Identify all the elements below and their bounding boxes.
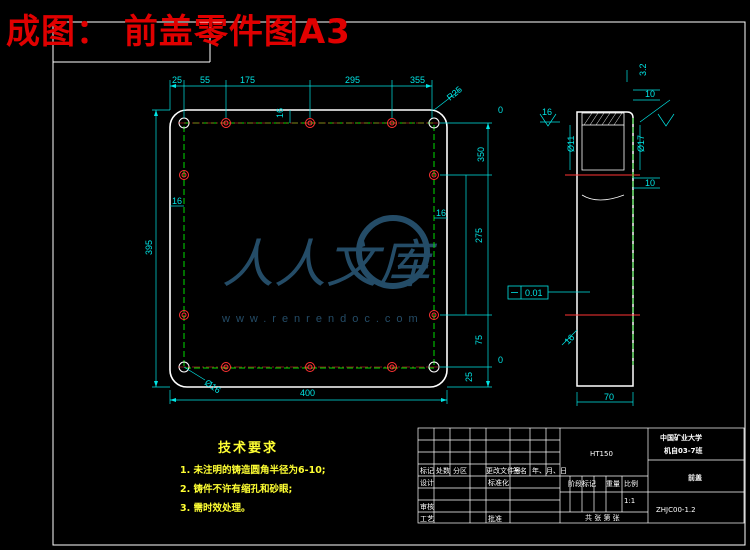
dim-175: 175 bbox=[240, 75, 255, 85]
dim-55: 55 bbox=[200, 75, 210, 85]
svg-text:工艺: 工艺 bbox=[420, 515, 434, 523]
tolerance-frame bbox=[507, 285, 549, 300]
school: 中国矿业大学 bbox=[660, 433, 702, 442]
watermark-text: 人人文库 bbox=[222, 235, 438, 295]
svg-text:年、月、日: 年、月、日 bbox=[532, 466, 567, 475]
requirement-item: 3. 需时效处理。 bbox=[180, 503, 251, 514]
side-profile bbox=[576, 111, 634, 387]
side-view: 0.01 70 10 10 Ø11 Ø17 16 16 3.2 bbox=[507, 63, 675, 406]
watermark-url: www.renrendoc.com bbox=[221, 313, 424, 325]
drawing-number: ZHJC00-1.2 bbox=[656, 506, 696, 514]
dim-25-top: 25 bbox=[172, 75, 182, 85]
requirement-item: 1. 未注明的铸造圆角半径为6-10; bbox=[180, 465, 326, 476]
dim-355: 355 bbox=[410, 75, 425, 85]
dim-side-16-top: 16 bbox=[542, 107, 552, 117]
dim-hole-dia: Ø16 bbox=[203, 377, 223, 395]
material: HT150 bbox=[590, 450, 613, 458]
svg-text:更改文件号: 更改文件号 bbox=[486, 466, 521, 475]
roughness: 3.2 bbox=[638, 63, 648, 76]
drawing-frame bbox=[52, 21, 746, 546]
dim-16-right: 16 bbox=[436, 208, 446, 218]
svg-text:共 张 第 张: 共 张 第 张 bbox=[585, 513, 620, 522]
hatched-section bbox=[581, 112, 625, 126]
requirements-title: 技术要求 bbox=[218, 441, 279, 456]
part-name: 前盖 bbox=[688, 473, 702, 482]
svg-text:批准: 批准 bbox=[488, 514, 502, 523]
svg-text:标准化: 标准化 bbox=[488, 478, 509, 487]
class: 机自03-7班 bbox=[664, 446, 703, 455]
watermark: 人人文库 www.renrendoc.com bbox=[221, 215, 438, 325]
dim-275: 275 bbox=[474, 228, 484, 243]
dim-75: 75 bbox=[474, 335, 484, 345]
svg-text:1:1: 1:1 bbox=[624, 497, 635, 505]
dim-295: 295 bbox=[345, 75, 360, 85]
svg-text:处数: 处数 bbox=[436, 466, 450, 475]
svg-text:标记: 标记 bbox=[420, 466, 434, 475]
dim-16-top: 16 bbox=[275, 108, 285, 118]
dim-r25: R25 bbox=[445, 84, 464, 102]
dim-d11: Ø11 bbox=[566, 136, 576, 152]
title-block bbox=[417, 427, 745, 524]
svg-text:签名: 签名 bbox=[513, 466, 527, 475]
inner-boundary bbox=[183, 122, 435, 369]
front-view: 25 55 175 295 355 R25 16 16 16 395 350 2… bbox=[144, 75, 503, 404]
svg-text:审核: 审核 bbox=[420, 502, 434, 511]
dim-side-10-top: 10 bbox=[645, 89, 655, 99]
svg-text:阶段标记: 阶段标记 bbox=[568, 479, 596, 488]
dim-side-16-bottom: 16 bbox=[562, 332, 576, 346]
dim-25-right: 25 bbox=[464, 372, 474, 382]
dim-d17: Ø17 bbox=[636, 135, 646, 152]
mark-zero-bottom: 0 bbox=[498, 355, 503, 365]
tolerance-value: 0.01 bbox=[525, 288, 543, 298]
svg-text:分区: 分区 bbox=[453, 466, 467, 475]
dim-side-70: 70 bbox=[604, 392, 614, 402]
svg-text:比例: 比例 bbox=[624, 479, 638, 488]
dim-395: 395 bbox=[144, 240, 154, 255]
dim-350: 350 bbox=[476, 147, 486, 162]
dim-side-10-mid: 10 bbox=[645, 178, 655, 188]
plate-outline bbox=[169, 109, 448, 388]
title-block-text: 标记 处数 分区 更改文件号 签名 年、月、日 设计 标准化 审核 工艺 批准 … bbox=[420, 433, 703, 523]
svg-text:设计: 设计 bbox=[420, 478, 434, 487]
dim-400: 400 bbox=[300, 388, 315, 398]
svg-text:重量: 重量 bbox=[606, 480, 620, 488]
dim-16-left: 16 bbox=[172, 196, 182, 206]
requirement-item: 2. 铸件不许有缩孔和砂眼; bbox=[180, 484, 293, 495]
mark-zero-top: 0 bbox=[498, 105, 503, 115]
page-title: 成图： 前盖零件图A3 bbox=[6, 12, 351, 52]
